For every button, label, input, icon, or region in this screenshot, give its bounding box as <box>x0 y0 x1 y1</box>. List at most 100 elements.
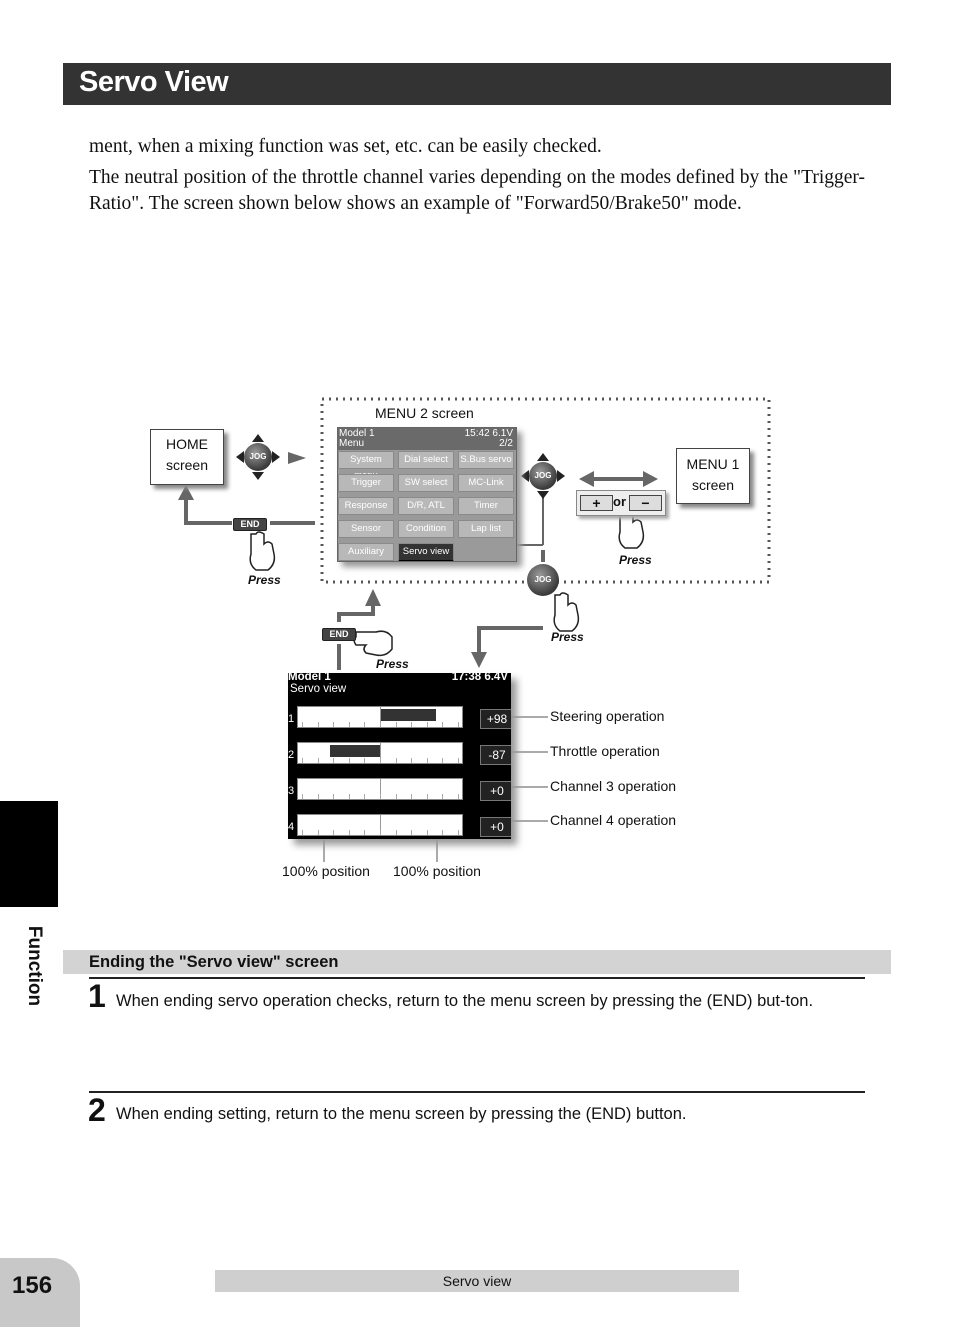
servo-bar-tick <box>380 758 381 763</box>
menu2-header: Model 1 Menu 15:42 6.1V 2/2 <box>338 428 516 450</box>
step-text: When ending setting, return to the menu … <box>116 1105 687 1123</box>
page-number: 156 <box>12 1272 53 1299</box>
sv-ch-num: 1 <box>288 713 295 725</box>
sv-value-4: +0 <box>480 817 511 837</box>
side-tab <box>0 801 58 907</box>
press-label: Press <box>619 553 652 567</box>
servo-bar-tick <box>411 758 413 763</box>
plus-button-icon: + <box>580 495 613 511</box>
line-end-menu <box>337 604 375 622</box>
sv-bar-3 <box>297 778 463 800</box>
page-number-tab: 156 <box>0 1258 80 1327</box>
servo-bar-tick <box>364 830 366 835</box>
servo-bar-tick <box>333 830 335 835</box>
servo-bar-tick <box>442 722 444 727</box>
menu2-btn[interactable]: S.Bus servo <box>458 451 514 469</box>
servo-bar-tick <box>411 722 413 727</box>
servo-bar-tick <box>426 830 428 835</box>
servo-bar-fill <box>380 709 437 721</box>
servo-bar-tick <box>348 758 350 763</box>
divider <box>89 977 865 979</box>
menu2-btn[interactable]: Auxiliary <box>338 543 394 561</box>
sv-ch-num: 2 <box>288 749 295 761</box>
hand-icon-1 <box>249 531 276 571</box>
servo-bar-center <box>380 743 381 761</box>
servo-bar-tick <box>380 794 381 799</box>
menu2-btn[interactable]: Lap list <box>458 520 514 538</box>
servo-bar-tick <box>395 794 397 799</box>
servo-bar-tick <box>364 794 366 799</box>
servo-bar-tick <box>317 830 319 835</box>
servo-bar-tick <box>395 722 397 727</box>
servo-bar-center <box>380 815 381 833</box>
home-screen-box: HOME screen <box>150 429 224 485</box>
step-number: 2 <box>88 1092 106 1128</box>
line-to-servo <box>477 626 543 652</box>
jog-button-icon: JOG <box>529 462 557 490</box>
minus-button-icon: − <box>629 495 662 511</box>
arrow-up-menu <box>365 589 381 606</box>
sv-value-2: -87 <box>480 745 511 765</box>
end-button-icon: END <box>233 518 267 531</box>
menu2-btn-selected[interactable]: Servo view <box>398 543 454 561</box>
intro-paragraph-2: The neutral position of the throttle cha… <box>89 167 865 214</box>
menu2-btn[interactable]: Timer <box>458 497 514 515</box>
menu2-screen: Model 1 Menu 15:42 6.1V 2/2 System menu … <box>337 427 517 562</box>
servo-bar-tick <box>302 722 303 727</box>
servo-bar-tick <box>317 794 319 799</box>
sv-bar-1 <box>297 706 463 728</box>
servo-bar-tick <box>442 758 444 763</box>
servo-bar-tick <box>442 830 444 835</box>
menu2-btn[interactable]: System menu <box>338 451 394 481</box>
servo-bar-center <box>380 707 381 725</box>
callout-throttle: Throttle operation <box>550 743 660 759</box>
divider <box>89 1091 865 1093</box>
arrow-down-servo <box>471 652 487 668</box>
servo-bar-fill <box>330 745 380 757</box>
menu2-btn[interactable]: SW select <box>398 474 454 492</box>
menu1-screen-box: MENU 1 screen <box>676 448 750 504</box>
section-heading: Ending the "Servo view" screen <box>89 953 339 971</box>
menu2-btn[interactable]: Condition <box>398 520 454 538</box>
servo-bar-tick <box>426 794 428 799</box>
servo-bar-tick <box>458 758 459 763</box>
menu2-btn[interactable]: Trigger <box>338 474 394 492</box>
servo-bar-tick <box>348 830 350 835</box>
servo-bar-tick <box>348 722 350 727</box>
servo-bar-tick <box>317 722 319 727</box>
servo-bar-tick <box>442 794 444 799</box>
arrow-left <box>579 471 594 487</box>
callout-ch3: Channel 3 operation <box>550 778 677 794</box>
servo-bar-tick <box>380 722 381 727</box>
or-label: or <box>613 494 626 509</box>
step-text: When ending servo operation checks, retu… <box>116 992 814 1010</box>
servo-bar-tick <box>364 758 366 763</box>
servo-bar-tick <box>380 830 381 835</box>
menu2-btn[interactable]: Response <box>338 497 394 515</box>
sv-value-1: +98 <box>480 709 511 729</box>
menu2-btn[interactable]: Dial select <box>398 451 454 469</box>
servo-bar-tick <box>317 758 319 763</box>
callout-ch4: Channel 4 operation <box>550 812 677 828</box>
servo-bar-tick <box>411 794 413 799</box>
sv-time-volt: 17:38 6.4V <box>451 673 508 683</box>
servo-bar-tick <box>458 722 459 727</box>
servo-bar-tick <box>333 758 335 763</box>
servo-bar-center <box>380 779 381 797</box>
servo-bar-tick <box>302 758 303 763</box>
sv-model: Model 1 <box>288 673 331 683</box>
menu2-btn[interactable]: Sensor <box>338 520 394 538</box>
sv-ch-num: 3 <box>288 785 295 797</box>
menu2-btn[interactable]: D/R, ATL <box>398 497 454 515</box>
sv-ch-num: 4 <box>288 821 295 833</box>
section-heading-bar: Ending the "Servo view" screen <box>63 950 891 974</box>
servo-bar-tick <box>302 830 303 835</box>
press-label: Press <box>248 573 281 587</box>
jog-button-icon: JOG <box>527 564 559 596</box>
menu2-btn[interactable]: MC-Link <box>458 474 514 492</box>
callout-steering: Steering operation <box>550 708 665 724</box>
footer-label: Servo view <box>215 1270 739 1292</box>
hand-icon-3 <box>553 592 580 632</box>
left-position-label: 100% position <box>282 863 370 879</box>
